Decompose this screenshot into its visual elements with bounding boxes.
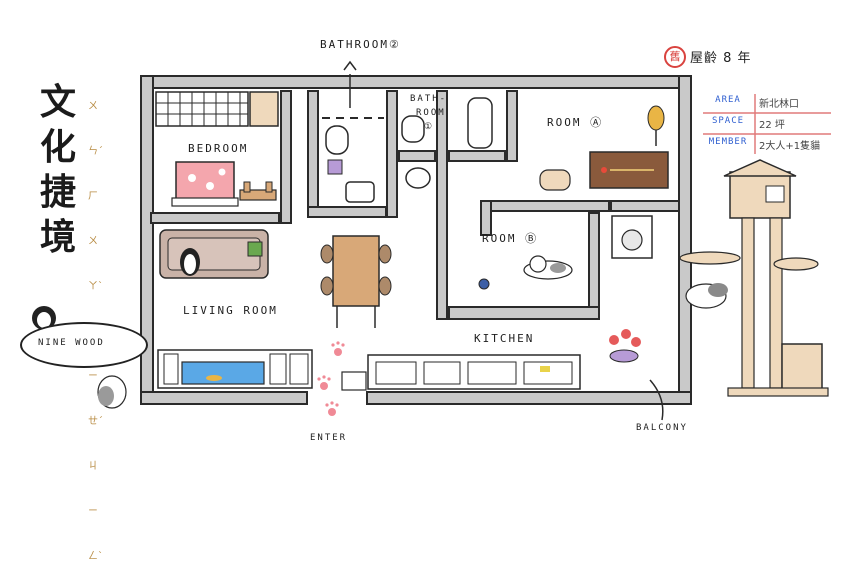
wall-bath1-right <box>436 90 448 320</box>
title-char: 化 <box>40 126 77 168</box>
house-age: 屋齡 8 年 <box>690 51 752 66</box>
page-title: 文 化 捷 境 <box>40 80 80 260</box>
balcony-pointer <box>649 379 664 421</box>
flower-pot <box>609 329 641 363</box>
wall-bedroom-right <box>280 90 292 224</box>
label-bathroom1-line2: ROOM <box>416 108 446 118</box>
sofa <box>159 229 269 279</box>
wall-roomb-left-stub <box>480 200 492 236</box>
wall-outer-bottom-left <box>140 391 308 405</box>
kitchen-counter <box>341 354 581 391</box>
bathroom1-fixtures <box>401 97 493 189</box>
wall-outer-bottom-right <box>366 391 692 405</box>
label-room-a: ROOM Ⓐ <box>547 116 604 129</box>
furniture-layer <box>32 60 829 421</box>
legend-lines <box>703 94 831 154</box>
bench <box>239 181 277 201</box>
legend-row: MEMBER 2大人+1隻貓 <box>703 137 831 158</box>
cat-tower <box>679 159 829 397</box>
label-bathroom1-line3: ① <box>424 122 435 132</box>
wall-bath1-bottom-right <box>448 150 506 162</box>
dining-table <box>320 235 392 328</box>
wardrobe <box>155 91 279 127</box>
title-char: 捷 <box>40 171 77 213</box>
room-b-cat <box>478 255 573 290</box>
washing-machine <box>611 215 653 259</box>
label-bedroom: BEDROOM <box>188 142 249 155</box>
tv-cabinet <box>157 349 313 389</box>
corner-animals <box>32 306 127 409</box>
label-enter: ENTER <box>310 433 348 443</box>
age-stamp: 舊 <box>664 46 686 68</box>
legend-value: 新北林口 <box>759 99 799 110</box>
pinyin-mark: ㄏㄨㄚˋ <box>88 191 103 292</box>
legend-key: AREA <box>715 95 741 105</box>
legend-value: 2大人+1隻貓 <box>759 141 821 152</box>
bed <box>171 161 239 207</box>
wall-roomb-bottom <box>448 306 600 320</box>
label-kitchen: KITCHEN <box>474 332 535 345</box>
label-living-room: LIVING ROOM <box>183 304 278 317</box>
label-balcony: BALCONY <box>636 423 688 433</box>
wall-rooma-left <box>506 90 518 162</box>
paw-prints <box>317 341 345 416</box>
pinyin-mark: ㄨㄣˊ <box>88 101 103 157</box>
legend-row: AREA 新北林口 <box>703 95 831 116</box>
legend-key: SPACE <box>711 116 745 126</box>
signature-text: NINE WOOD <box>38 338 105 348</box>
wall-bedroom-bottom <box>150 212 280 224</box>
label-bathroom1-line1: BATH- <box>410 94 448 104</box>
info-legend: AREA 新北林口 SPACE 22 坪 MEMBER 2大人+1隻貓 <box>703 92 831 156</box>
label-bathroom2: BATHROOM② <box>320 38 401 51</box>
title-char: 境 <box>40 216 77 258</box>
legend-value: 22 坪 <box>759 120 785 131</box>
bathroom2-fixtures <box>322 60 384 203</box>
room-a-furniture <box>539 105 669 191</box>
wall-rooma-bottom-right <box>610 200 680 212</box>
wall-bath1-bottom-left <box>398 150 436 162</box>
label-room-b: ROOM Ⓑ <box>482 232 539 245</box>
signature-bubble <box>20 322 148 368</box>
legend-row: SPACE 22 坪 <box>703 116 831 137</box>
wall-bath2-right <box>386 90 398 218</box>
legend-key: MEMBER <box>708 137 748 147</box>
title-char: 文 <box>40 81 77 123</box>
